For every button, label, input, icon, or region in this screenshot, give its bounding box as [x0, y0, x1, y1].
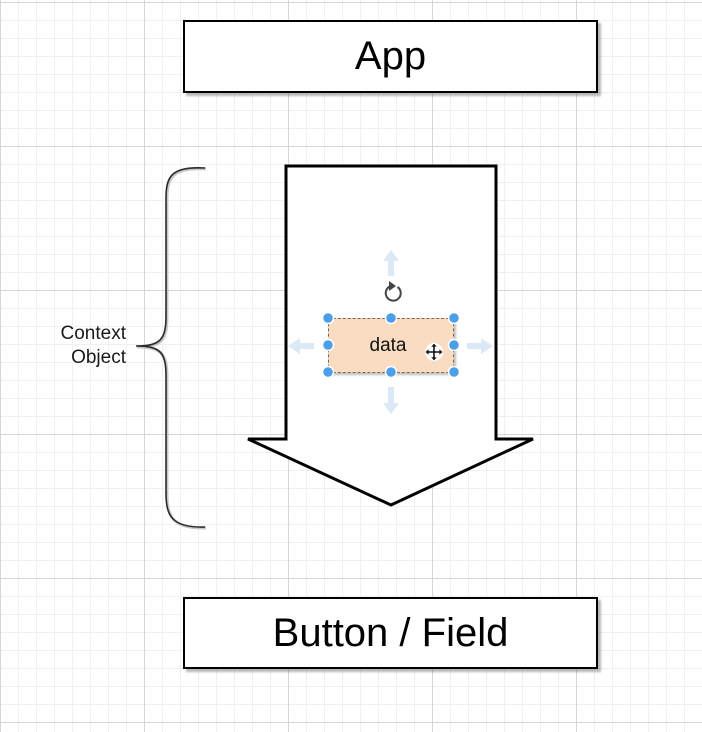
arrow-right-hint-icon[interactable] — [467, 338, 493, 354]
resize-handle-bottom[interactable] — [384, 365, 398, 379]
resize-handle-left[interactable] — [321, 338, 335, 352]
curly-brace-outline — [135, 166, 206, 528]
arrow-left-hint-icon[interactable] — [288, 338, 314, 354]
app-box[interactable]: App — [183, 20, 598, 93]
data-shape-label: data — [369, 334, 407, 356]
context-label-line2: Object — [71, 347, 126, 368]
arrow-down-hint-icon[interactable] — [383, 387, 399, 414]
button-field-box[interactable]: Button / Field — [183, 597, 598, 669]
app-box-label: App — [354, 34, 427, 78]
resize-handle-top[interactable] — [384, 311, 398, 325]
resize-handle-right[interactable] — [447, 338, 461, 352]
rotate-icon[interactable] — [384, 281, 402, 302]
context-object-label[interactable]: Context Object — [40, 322, 126, 370]
button-field-box-label: Button / Field — [272, 610, 509, 655]
move-cursor-icon — [424, 342, 444, 362]
resize-handle-top-right[interactable] — [447, 311, 461, 325]
context-label-line1: Context — [60, 323, 126, 344]
resize-handle-bottom-left[interactable] — [321, 365, 335, 379]
arrow-up-hint-icon[interactable] — [383, 250, 399, 276]
resize-handle-top-left[interactable] — [321, 311, 335, 325]
resize-handle-bottom-right[interactable] — [447, 365, 461, 379]
